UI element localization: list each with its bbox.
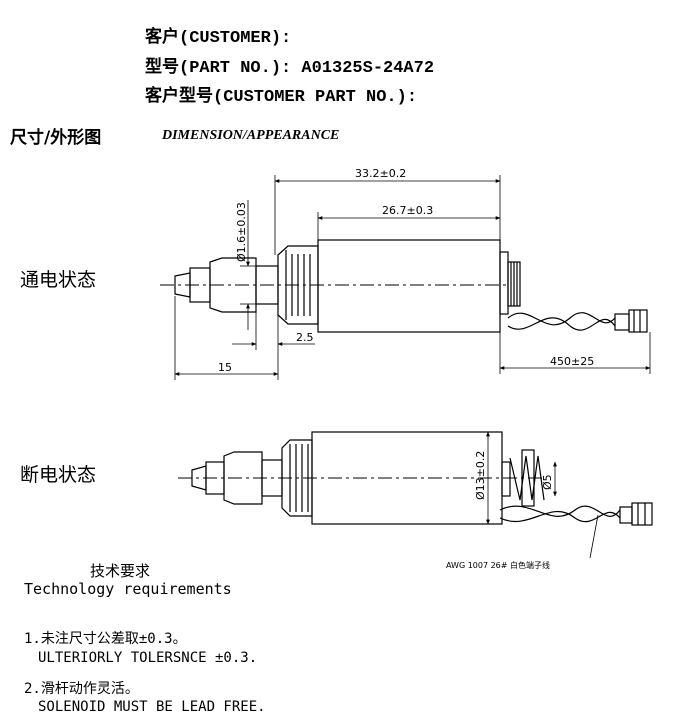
connector-2 xyxy=(619,506,633,524)
dim-spring-diameter: Ø5 xyxy=(541,474,554,490)
dim-shaft-diameter: Ø1.6±0.03 xyxy=(235,202,248,262)
dim-stroke: 2.5 xyxy=(296,331,314,344)
wire-b xyxy=(507,317,616,331)
spring-guide xyxy=(521,449,535,507)
spring-seat xyxy=(501,461,511,497)
section-title-cn: 尺寸/外形图 xyxy=(10,128,102,148)
dim-body-length: 26.7±0.3 xyxy=(382,204,433,217)
requirement-2-cn: 2.滑杆动作灵活。 xyxy=(24,681,139,697)
dim-lead-length: 450±25 xyxy=(550,355,594,368)
connector-housing-2 xyxy=(631,502,653,526)
requirements-title-cn: 技术要求 xyxy=(90,562,151,580)
state-energized-label: 通电状态 xyxy=(20,269,97,291)
requirement-1-en: ULTERIORLY TOLERSNCE ±0.3. xyxy=(38,650,258,666)
wire-note-leader xyxy=(589,514,599,559)
part-number: 型号(PART NO.): A01325S-24A72 xyxy=(145,59,435,78)
de-energized-view xyxy=(178,431,653,559)
customer-part-number: 客户型号(CUSTOMER PART NO.): xyxy=(145,88,418,107)
requirements-title-en: Technology requirements xyxy=(24,580,232,598)
body xyxy=(317,239,501,333)
plunger-rod-2 xyxy=(223,451,263,505)
wire-d xyxy=(499,511,621,523)
wire-note: AWG 1007 26# 白色端子线 xyxy=(446,560,550,570)
requirement-2-en: SOLENOID MUST BE LEAD FREE. xyxy=(38,699,266,715)
customer-label: 客户(CUSTOMER): xyxy=(145,29,292,48)
dim-overall-length: 33.2±0.2 xyxy=(355,167,406,180)
dim-body-diameter: Ø13±0.2 xyxy=(474,451,487,500)
connector-housing xyxy=(628,309,648,333)
wire-c xyxy=(499,505,621,517)
rear-cap xyxy=(499,251,509,315)
spring xyxy=(509,455,545,501)
dim-plunger-extension: 15 xyxy=(218,361,232,374)
requirement-1-cn: 1.未注尺寸公差取±0.3。 xyxy=(24,631,187,647)
state-de-energized-label: 断电状态 xyxy=(20,464,97,486)
wire-a xyxy=(507,312,616,326)
energized-view xyxy=(160,175,651,380)
section-title-en: DIMENSION/APPEARANCE xyxy=(162,128,340,143)
connector xyxy=(614,313,630,331)
